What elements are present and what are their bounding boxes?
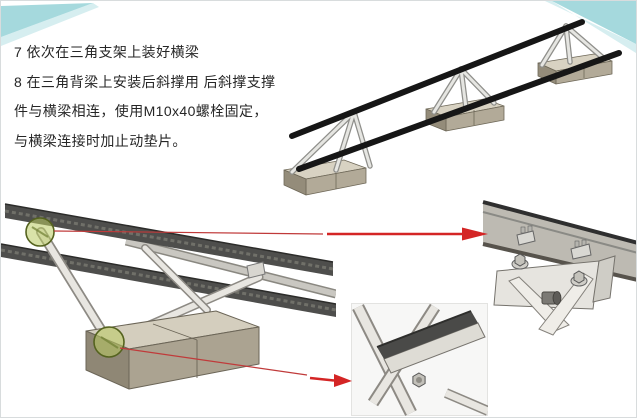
brace-clamp [246,261,266,279]
middle-leg-strut [142,245,210,313]
teal-wedge [1,3,93,37]
crossbeam-bands [1,203,336,317]
support-plate-flange [592,255,616,303]
triangle-support-left [283,109,373,196]
figure-triangle-bracket-closeup [1,198,336,405]
back-beam [125,238,336,297]
clamp-tab-right [570,239,592,260]
ballast-block-end [283,169,307,196]
center-bolt [541,291,562,305]
hex-bolt-with-washer-left [511,253,529,270]
red-arrow-to-top-detail [327,227,488,241]
figure-bolt-connection-detail [351,303,488,416]
hex-bolt [412,372,426,388]
clamp-tab-left [516,225,536,246]
gusset-rib-right [538,272,594,336]
dark-channel-bar [377,311,478,359]
instruction-text-block: 7 依次在三角支架上装好横梁 8 在三角背梁上安装后斜撑用 后斜撑支撑 件与横梁… [14,38,319,156]
instruction-line-4: 与横梁连接时加止动垫片。 [14,132,187,149]
crossbeam-upper [289,19,585,139]
triangle-support-right [537,23,613,85]
front-leg-strut [37,228,111,343]
instruction-line-3: 件与横梁相连，使用M10x40螺栓固定， [14,103,268,119]
figure-assembled-row-overview [266,6,636,201]
crossbeam-rails [289,19,622,172]
crossbeam-lower [296,50,622,172]
hex-bolt-with-washer-right [570,270,588,287]
figure-brace-connection-detail [481,197,636,339]
instruction-line-1: 7 依次在三角支架上装好横梁 [14,44,200,60]
instruction-line-2: 8 在三角背梁上安装后斜撑用 后斜撑支撑 [14,73,276,90]
crossbeam-band-upper [5,204,333,276]
